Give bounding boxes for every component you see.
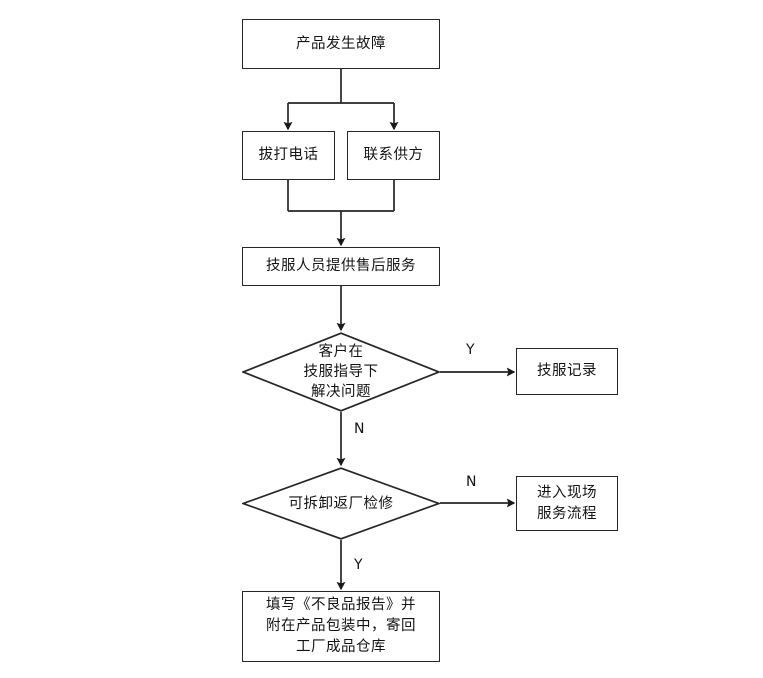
diamond-shape-icon <box>242 467 440 540</box>
node-decision-customer-resolved-label: 客户在 技服指导下 解决问题 <box>303 344 379 400</box>
node-service-record-label: 技服记录 <box>537 363 597 379</box>
node-service-record: 技服记录 <box>516 348 618 395</box>
node-product-failure: 产品发生故障 <box>242 19 440 69</box>
node-fill-defect-report: 填写《不良品报告》并 附在产品包装中，寄回 工厂成品仓库 <box>242 591 440 662</box>
edge-label-yes-service-record: Y <box>466 342 476 358</box>
node-decision-customer-resolved: 客户在 技服指导下 解决问题 <box>242 332 440 412</box>
node-make-phone-call-label: 拔打电话 <box>258 147 319 163</box>
node-technical-service-label: 技服人员提供售后服务 <box>266 258 416 274</box>
edge-label-no-to-removable-decision: N <box>354 421 365 437</box>
diamond-shape-icon <box>242 332 440 412</box>
node-contact-supplier: 联系供方 <box>347 131 440 180</box>
node-decision-removable-return-factory: 可拆卸返厂检修 <box>242 467 440 540</box>
node-enter-onsite-service-process: 进入现场 服务流程 <box>516 476 618 531</box>
edge-label-no-onsite-service: N <box>466 474 477 490</box>
node-make-phone-call: 拔打电话 <box>242 131 335 180</box>
node-technical-service-provides-aftersales: 技服人员提供售后服务 <box>242 247 440 286</box>
node-product-failure-label: 产品发生故障 <box>296 35 386 52</box>
node-decision-removable-label: 可拆卸返厂检修 <box>288 495 394 512</box>
node-contact-supplier-label: 联系供方 <box>363 147 424 163</box>
edge-label-yes-defect-report: Y <box>354 557 364 573</box>
node-enter-onsite-service-label: 进入现场 服务流程 <box>537 484 597 522</box>
node-fill-defect-report-label: 填写《不良品报告》并 附在产品包装中，寄回 工厂成品仓库 <box>266 597 416 655</box>
